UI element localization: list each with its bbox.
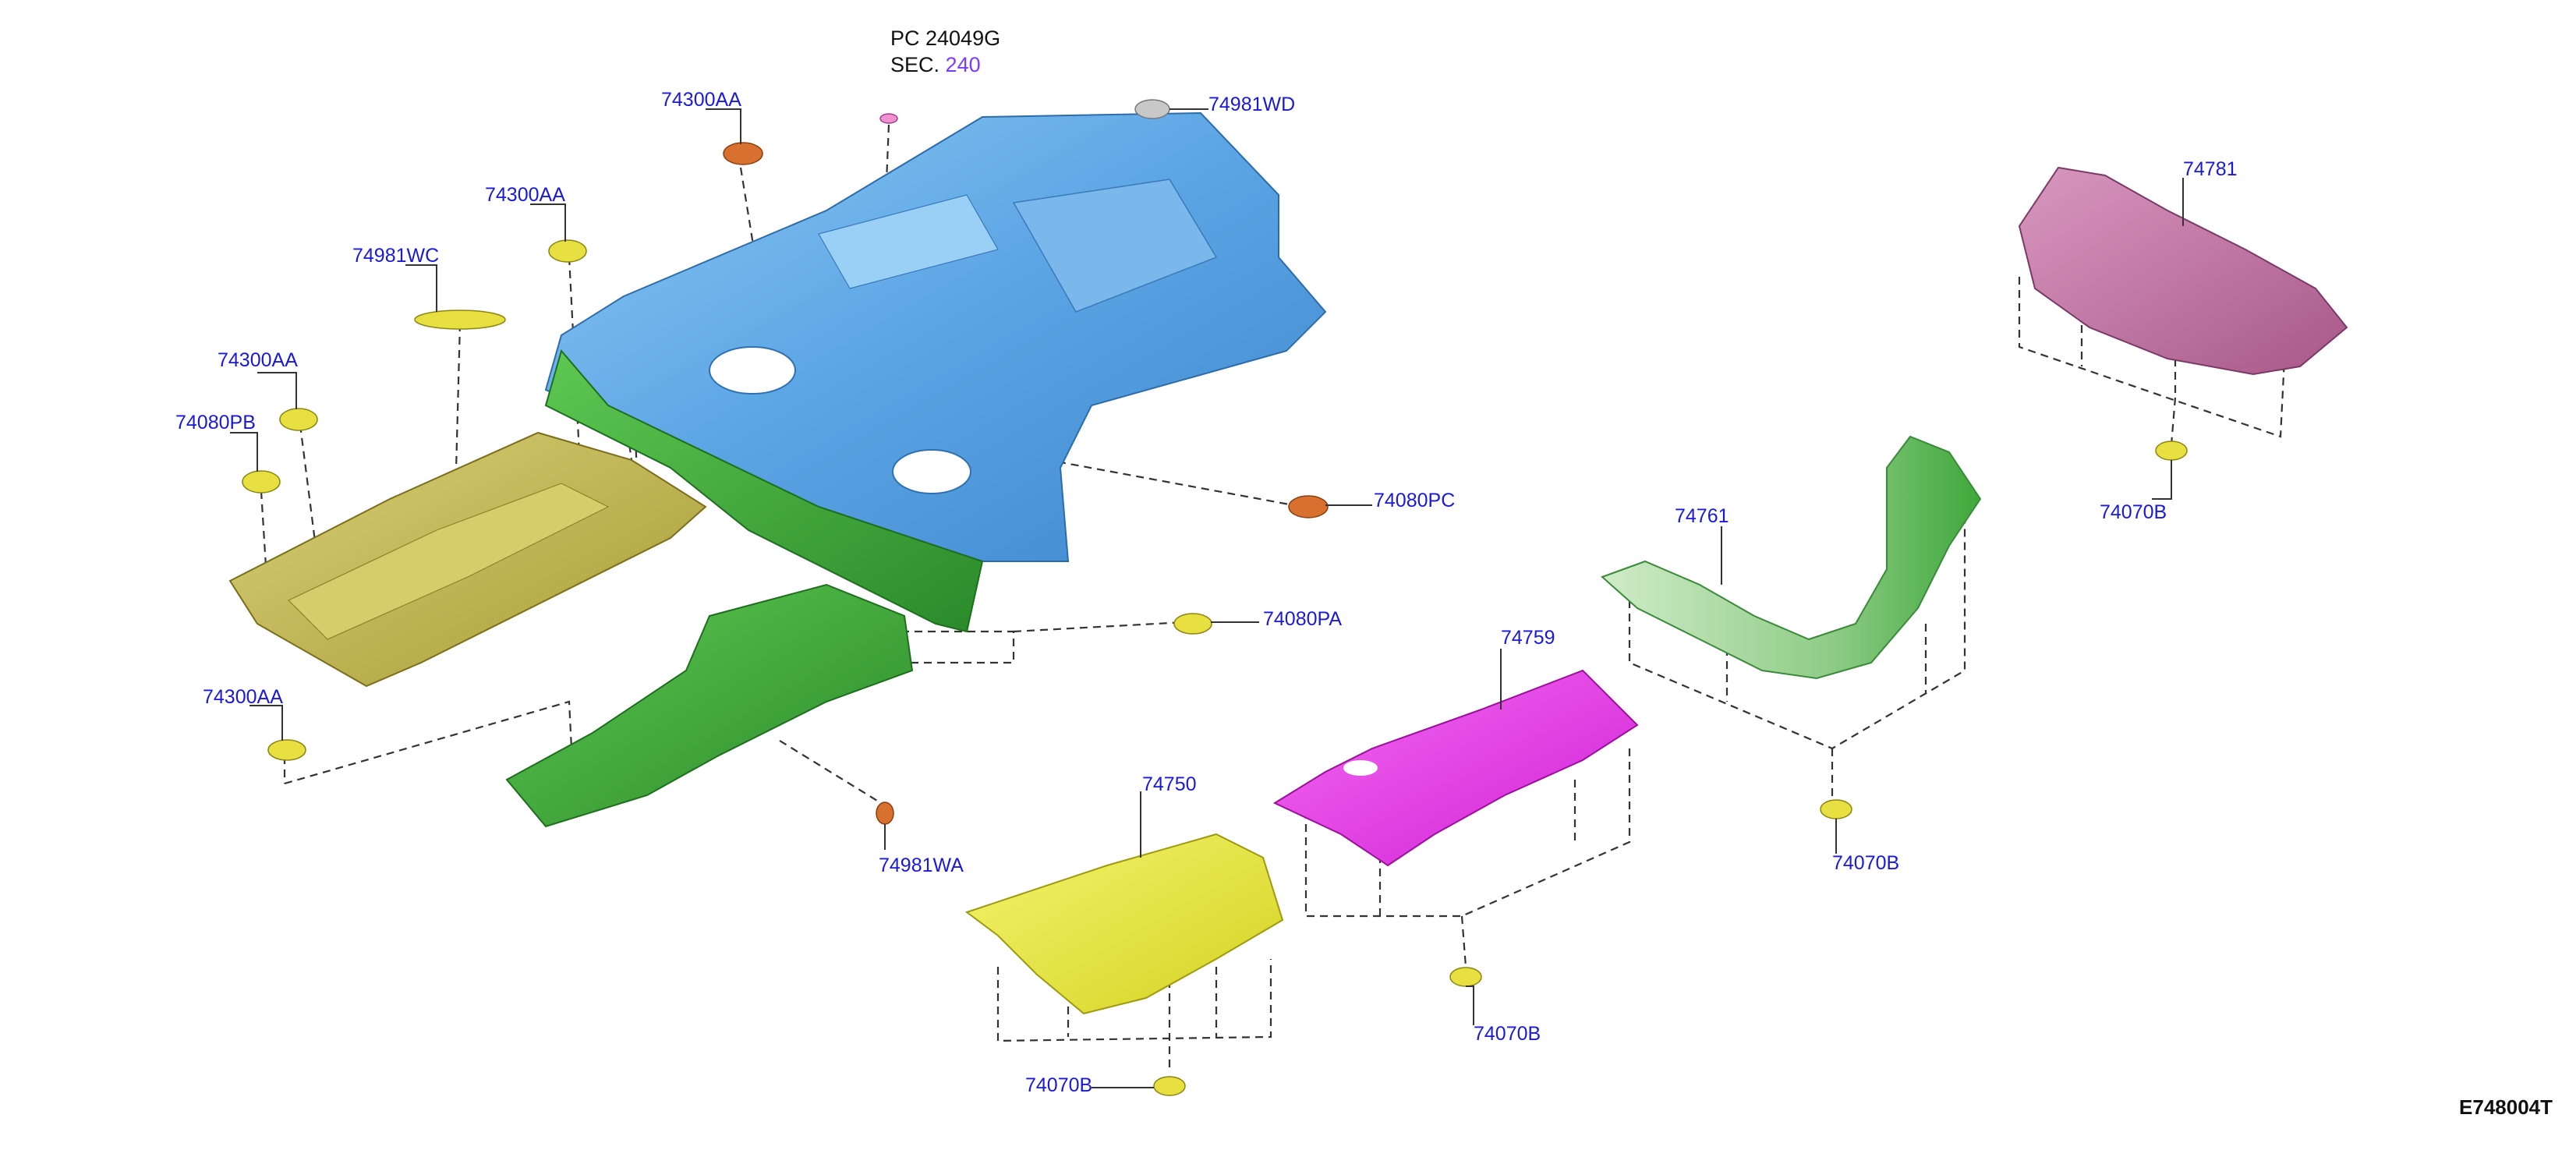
pink-insulator-74781 (2018, 166, 2348, 376)
callout-74300aa-2: 74300AA (485, 184, 565, 206)
clip-74070b-3 (1820, 799, 1852, 819)
sec-number-link[interactable]: 240 (945, 53, 981, 76)
clip-74981wc (414, 310, 506, 330)
light-green-insulator-74761 (1601, 435, 1982, 680)
callout-74981wd: 74981WD (1208, 94, 1296, 115)
clip-74300aa-3 (279, 408, 318, 431)
magenta-insulator-74759 (1272, 669, 1639, 867)
clip-74080pc (1288, 495, 1329, 518)
callout-74759: 74759 (1501, 627, 1555, 649)
front-floor-panel (544, 111, 1327, 562)
clip-74300aa-top (723, 142, 763, 165)
clip-74981wd (1134, 99, 1170, 119)
callout-74981wa: 74981WA (879, 854, 964, 876)
clip-74300aa-2 (548, 239, 587, 263)
clip-74080pb (242, 470, 281, 494)
green-tunnel-insulator (505, 583, 914, 828)
callout-74070b-3: 74070B (1832, 852, 1900, 874)
clip-74981wa (876, 801, 894, 825)
callout-74981wc: 74981WC (352, 245, 440, 267)
clip-pc-ref (879, 113, 898, 124)
callout-74781: 74781 (2183, 158, 2238, 180)
clip-74070b-2 (1449, 967, 1482, 987)
section-reference: PC 24049G SEC. 240 (890, 25, 1000, 78)
callout-74300aa-top: 74300AA (661, 89, 741, 111)
green-side-member (544, 349, 984, 633)
callout-74761: 74761 (1675, 505, 1729, 527)
callout-74300aa-3: 74300AA (218, 349, 298, 371)
clip-74070b-1 (1153, 1076, 1186, 1096)
clips (242, 99, 2188, 1096)
section-reference-line: SEC. 240 (890, 51, 1000, 78)
callout-74080pa: 74080PA (1263, 608, 1343, 630)
clip-74070b-4 (2155, 441, 2188, 461)
callout-74070b-2: 74070B (1474, 1023, 1541, 1045)
callout-74070b-4: 74070B (2100, 501, 2167, 523)
callout-74080pb: 74080PB (175, 412, 256, 433)
yellow-insulator-74750 (964, 833, 1284, 1015)
callout-74080pc: 74080PC (1374, 490, 1456, 511)
callout-74070b-1: 74070B (1025, 1074, 1093, 1096)
sec-label: SEC. (890, 53, 940, 76)
clip-74080pa (1173, 613, 1212, 635)
olive-floor-insulator (228, 431, 707, 688)
callout-leaders (230, 108, 2184, 1088)
diagram-id: E748004T (2459, 1095, 2553, 1119)
pc-reference-label: PC 24049G (890, 27, 1001, 50)
callout-74300aa-bottom: 74300AA (203, 686, 283, 708)
callout-74750: 74750 (1142, 773, 1197, 795)
clip-74300aa-bottom (267, 739, 306, 761)
